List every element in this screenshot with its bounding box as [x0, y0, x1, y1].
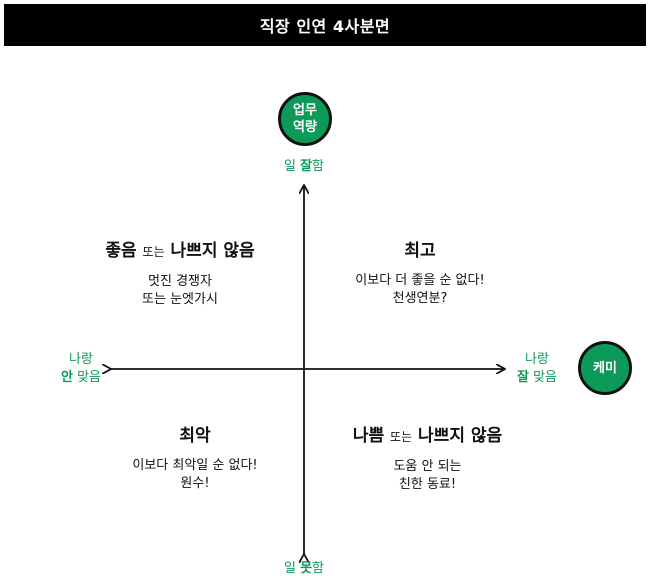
quadrant-top-left-title-a: 좋음: [105, 241, 143, 261]
axis-top-label: 일 잘함: [264, 158, 344, 176]
quadrant-top-left-title-connector: 또는: [142, 245, 165, 259]
quadrant-bottom-left: 최악 이보다 최악일 순 없다! 원수!: [95, 425, 295, 493]
axis-left-suffix: 맞음: [72, 370, 102, 385]
axis-left-label: 나랑 안 맞음: [46, 351, 116, 387]
quadrant-top-right-line1: 이보다 더 좋을 순 없다!: [355, 273, 485, 288]
axis-top-prefix: 일: [283, 159, 301, 174]
quadrant-bottom-right-line2: 친한 동료!: [398, 477, 457, 492]
horizontal-axis-badge: 케미: [578, 341, 632, 395]
axis-bottom-emphasis: 못: [300, 561, 313, 576]
quadrant-bottom-right-title-connector: 또는: [390, 430, 413, 444]
quadrant-top-left-line1: 멋진 경쟁자: [148, 274, 212, 289]
axis-left-emphasis: 안: [60, 370, 73, 385]
quadrant-top-left: 좋음 또는 나쁘지 않음 멋진 경쟁자 또는 눈엣가시: [70, 240, 290, 309]
quadrant-top-left-title: 좋음 또는 나쁘지 않음: [70, 240, 290, 263]
quadrant-bottom-right-title-a: 나쁨: [352, 426, 391, 446]
quadrant-bottom-left-line1: 이보다 최악일 순 없다!: [132, 458, 258, 473]
axis-right-label: 나랑 잘 맞음: [502, 351, 572, 387]
axis-bottom-prefix: 일: [283, 561, 301, 576]
quadrant-bottom-right-title: 나쁨 또는 나쁘지 않음: [315, 425, 540, 448]
axis-bottom-suffix: 함: [312, 561, 325, 576]
quadrant-top-right-title: 최고: [404, 241, 436, 261]
quadrant-bottom-left-title: 최악: [179, 426, 211, 446]
axis-bottom-label: 일 못함: [264, 560, 344, 578]
quadrant-bottom-right-title-b: 나쁘지 않음: [412, 426, 503, 446]
axis-right-line2: 잘 맞음: [502, 369, 572, 387]
quadrant-top-left-line2: 또는 눈엣가시: [142, 292, 218, 307]
vertical-axis-name-line2: 역량: [293, 120, 317, 135]
axis-right-line1: 나랑: [525, 352, 549, 367]
page-title: 직장 인연 4사분면: [4, 4, 646, 46]
page-title-text: 직장 인연 4사분면: [259, 17, 391, 36]
axis-left-line1: 나랑: [69, 352, 93, 367]
axis-top-emphasis: 잘: [300, 159, 313, 174]
horizontal-axis-name: 케미: [593, 360, 617, 376]
vertical-axis-badge: 업무 역량: [278, 92, 332, 146]
vertical-axis-name-line1: 업무: [293, 103, 317, 118]
axis-left-line2: 안 맞음: [46, 369, 116, 387]
quadrant-bottom-right-line1: 도움 안 되는: [393, 459, 462, 474]
quadrant-top-left-title-b: 나쁘지 않음: [164, 241, 255, 261]
quadrant-bottom-left-line2: 원수!: [180, 476, 210, 491]
quadrant-top-right-line2: 천생연분?: [392, 291, 448, 306]
quadrant-top-right: 최고 이보다 더 좋을 순 없다! 천생연분?: [320, 240, 520, 308]
quadrant-bottom-right: 나쁨 또는 나쁘지 않음 도움 안 되는 친한 동료!: [315, 425, 540, 494]
axis-right-emphasis: 잘: [516, 370, 529, 385]
axis-right-suffix: 맞음: [528, 370, 558, 385]
axis-top-suffix: 함: [312, 159, 325, 174]
